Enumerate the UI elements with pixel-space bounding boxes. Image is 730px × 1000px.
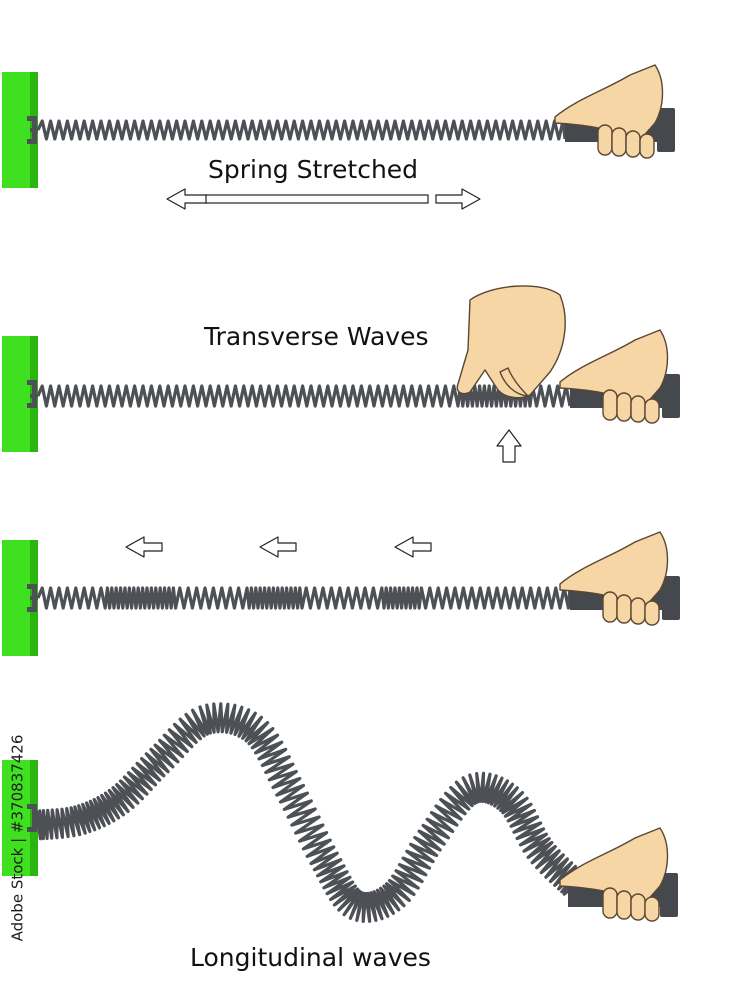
gripping-hand <box>559 329 669 424</box>
spring-stretched-label: Spring Stretched <box>208 155 419 184</box>
left-arrow <box>166 188 208 210</box>
pinching-hand <box>456 285 566 399</box>
compression-spring <box>30 586 572 610</box>
wavy-spring <box>34 702 584 923</box>
transverse-spring <box>30 384 572 408</box>
right-arrow <box>435 188 481 210</box>
left-arrow <box>259 536 297 558</box>
left-arrow <box>125 536 163 558</box>
stock-watermark: Adobe Stock | #370837426 <box>8 734 26 942</box>
left-arrow <box>394 536 432 558</box>
up-arrow <box>496 429 522 463</box>
longitudinal-waves-label: Longitudinal waves <box>190 943 431 972</box>
wall-block <box>2 760 38 876</box>
stretched-spring <box>30 119 567 141</box>
gripping-hand <box>554 64 664 159</box>
transverse-waves-label: Transverse Waves <box>204 322 429 351</box>
stretch-bar <box>205 194 429 204</box>
gripping-hand <box>559 827 669 922</box>
gripping-hand <box>559 531 669 626</box>
